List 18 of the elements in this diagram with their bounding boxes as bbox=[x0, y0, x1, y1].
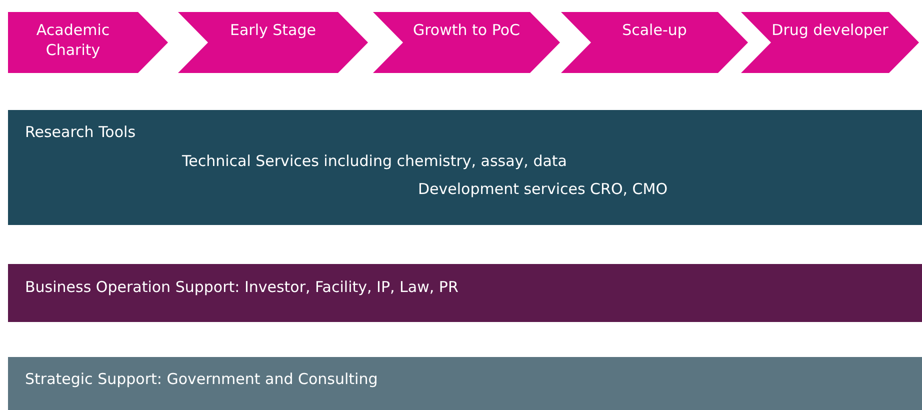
step-label: Scale-up bbox=[621, 20, 688, 40]
chevron-step bbox=[561, 12, 748, 73]
chevron-step bbox=[178, 12, 368, 73]
step-label: Early Stage bbox=[229, 20, 317, 40]
chevron-step bbox=[373, 12, 560, 73]
band-label: Strategic Support: Government and Consulting bbox=[25, 369, 378, 389]
support-band bbox=[8, 110, 922, 225]
step-label: Academic Charity bbox=[35, 20, 111, 60]
band-label: Research Tools bbox=[25, 122, 136, 142]
support-band bbox=[8, 357, 922, 410]
band-label: Technical Services including chemistry, assay, data bbox=[182, 151, 567, 171]
chevron-step bbox=[741, 12, 919, 73]
band-label: Development services CRO, CMO bbox=[418, 179, 668, 199]
chevron-step bbox=[8, 12, 168, 73]
step-label: Drug developer bbox=[771, 20, 889, 40]
support-band bbox=[8, 264, 922, 322]
step-label: Growth to PoC bbox=[412, 20, 522, 40]
band-label: Business Operation Support: Investor, Facility, IP, Law, PR bbox=[25, 277, 458, 297]
